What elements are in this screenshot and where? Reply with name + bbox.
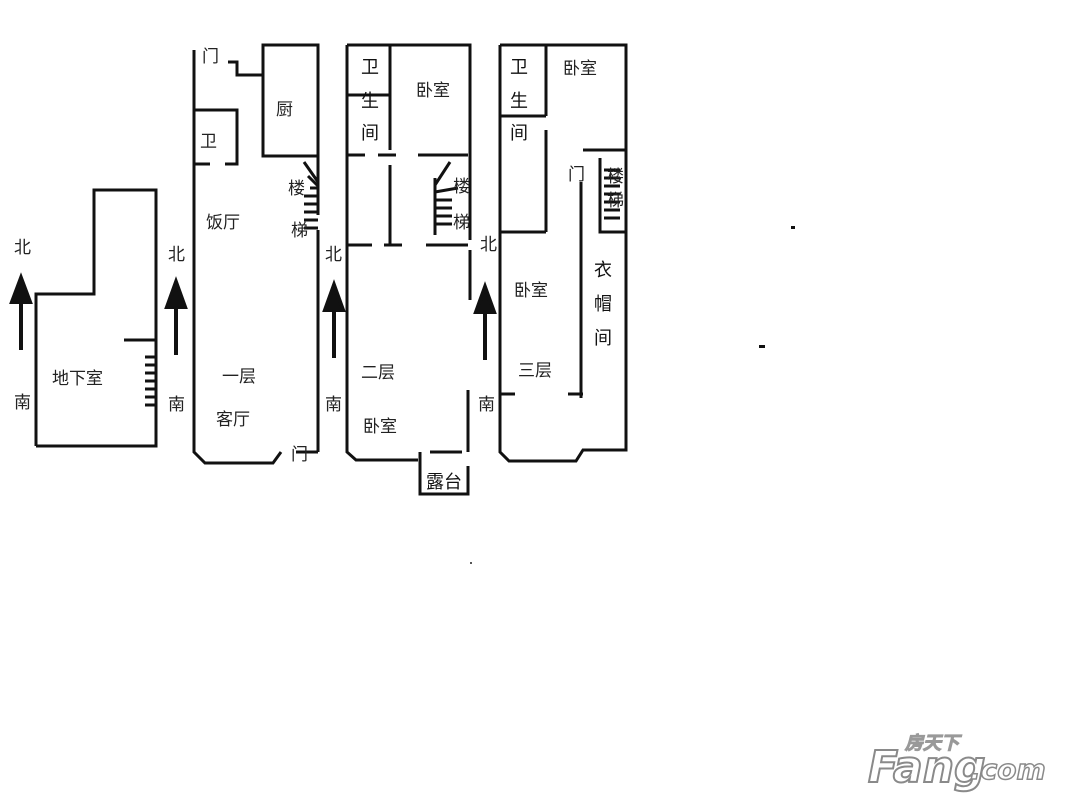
room-label-basement: 地下室	[52, 369, 103, 389]
room-label-bath-1: 卫	[361, 57, 379, 78]
basement-stairs	[124, 338, 156, 407]
compass-north-label: 北	[325, 245, 342, 265]
room-label-bedroom-main: 卧室	[514, 281, 548, 301]
room-label-closet-2: 帽	[594, 294, 612, 315]
basement-plan: 北 南 地下室	[9, 188, 158, 448]
compass-north-label: 北	[14, 238, 31, 258]
floor-label-ground: 一层	[222, 367, 256, 387]
compass-north-label: 北	[168, 245, 185, 265]
stray-dot	[791, 226, 795, 229]
room-label-bath-3: 间	[510, 123, 528, 144]
stair-label-2: 梯	[291, 221, 308, 241]
stair-label-1: 楼	[607, 167, 624, 187]
stray-dot	[470, 562, 472, 564]
door-label: 门	[568, 165, 585, 185]
room-label-bath-2: 生	[510, 91, 528, 112]
second-floor-outer-walls	[347, 43, 472, 300]
svg-text:房天下: 房天下	[904, 733, 962, 754]
compass-south-label: 南	[478, 395, 495, 415]
room-label-bath-2: 生	[361, 91, 379, 112]
kitchen-walls	[261, 75, 318, 158]
room-label-kitchen: 厨	[276, 100, 293, 120]
room-label-bath-1: 卫	[510, 57, 528, 78]
door-label: 门	[202, 47, 219, 67]
compass-north-label: 北	[480, 235, 497, 255]
third-floor-plan: 北 南 卫 生 间 卧室 门 楼 梯 卧室 三层 衣	[473, 43, 628, 463]
compass-south-label: 南	[14, 393, 31, 413]
fang-logo-watermark: 房天下 Fang .com	[867, 733, 1046, 795]
svg-text:.com: .com	[970, 753, 1046, 786]
room-label-closet-1: 衣	[594, 260, 612, 281]
room-label-bedroom-main: 卧室	[363, 417, 397, 437]
room-label-living: 客厅	[216, 410, 250, 430]
ground-stairs	[302, 161, 320, 230]
third-stairs	[604, 168, 620, 220]
bath-walls	[194, 108, 239, 166]
stray-dot	[759, 345, 765, 348]
second-floor-plan: 北 南 卫 生 间 卧室 楼 梯 二层 卧室 露台	[322, 43, 472, 496]
stair-label-1: 楼	[288, 179, 305, 199]
stair-label-2: 梯	[453, 213, 470, 233]
ground-floor-plan: 北 南 门 卫 厨 饭厅 楼 梯 一层 客厅 门	[164, 43, 320, 465]
room-label-bedroom: 卧室	[563, 59, 597, 79]
svg-text:Fang: Fang	[868, 742, 986, 793]
north-arrow-icon	[473, 281, 497, 360]
door-label: 门	[291, 445, 308, 465]
terrace-walls	[418, 452, 470, 496]
stair-label-1: 楼	[453, 177, 470, 197]
floor-label-third: 三层	[518, 361, 552, 381]
basement-walls	[34, 188, 158, 448]
north-arrow-icon	[9, 272, 33, 350]
room-label-bath-3: 间	[361, 123, 379, 144]
room-label-bath: 卫	[200, 132, 217, 152]
room-label-bedroom: 卧室	[416, 81, 450, 101]
ground-floor-outer-walls	[192, 60, 283, 465]
room-label-terrace: 露台	[426, 472, 462, 493]
third-floor-outer-walls	[498, 43, 628, 463]
second-stairs	[433, 161, 459, 235]
north-arrow-icon	[164, 276, 188, 355]
north-arrow-icon	[322, 279, 346, 358]
compass-south-label: 南	[325, 395, 342, 415]
room-label-closet-3: 间	[594, 328, 612, 349]
room-label-dining: 饭厅	[206, 213, 240, 233]
floor-label-second: 二层	[361, 363, 395, 383]
compass-south-label: 南	[168, 395, 185, 415]
stair-label-2: 梯	[607, 191, 624, 211]
